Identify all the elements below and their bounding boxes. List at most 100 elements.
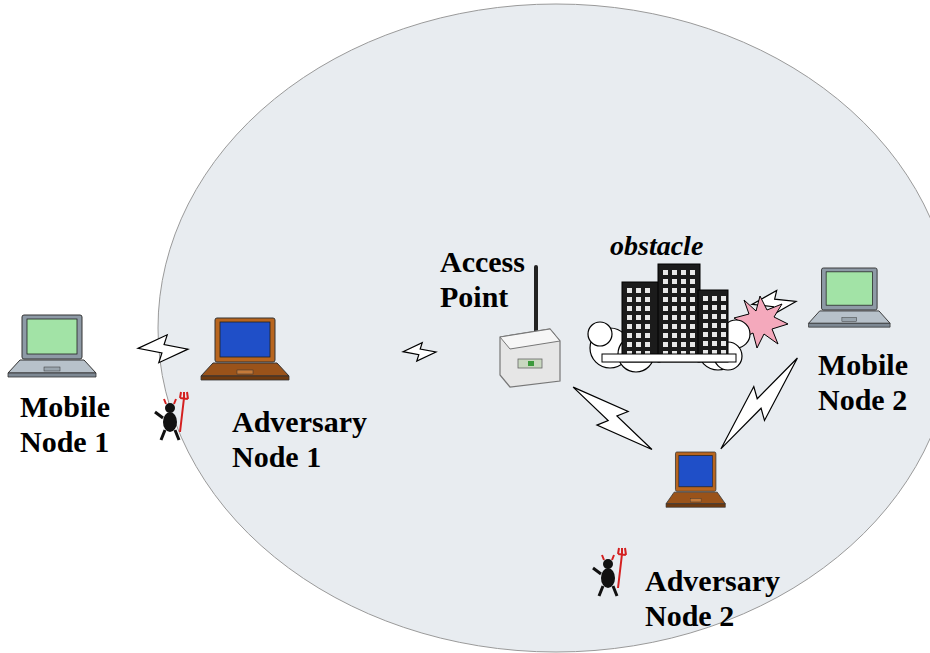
node-label: Access Point bbox=[440, 245, 552, 314]
icon-group bbox=[201, 318, 289, 380]
cloud-puff bbox=[588, 322, 612, 346]
window bbox=[690, 315, 695, 320]
window bbox=[636, 306, 641, 311]
window bbox=[712, 341, 717, 346]
window bbox=[636, 288, 641, 293]
window bbox=[672, 297, 677, 302]
window bbox=[663, 342, 668, 347]
window bbox=[663, 297, 668, 302]
window bbox=[703, 305, 708, 310]
window bbox=[681, 279, 686, 284]
laptop-node: Adversary Node 2 bbox=[640, 452, 818, 647]
figure-head bbox=[165, 403, 175, 413]
window bbox=[645, 297, 650, 302]
laptop-lid bbox=[675, 452, 715, 491]
window bbox=[636, 315, 641, 320]
window bbox=[663, 279, 668, 284]
window bbox=[645, 315, 650, 320]
icon-group bbox=[500, 267, 560, 387]
window bbox=[690, 297, 695, 302]
obstacle-node: obstacle bbox=[588, 230, 748, 365]
access-point-node: Access Point bbox=[440, 243, 570, 393]
icon-group bbox=[666, 452, 725, 507]
pitchfork bbox=[618, 548, 626, 588]
ap-panel bbox=[518, 359, 542, 368]
window bbox=[721, 305, 726, 310]
window bbox=[690, 324, 695, 329]
laptop-screen bbox=[679, 456, 713, 487]
ap-body bbox=[500, 329, 560, 387]
window bbox=[721, 323, 726, 328]
laptop-screen bbox=[27, 319, 77, 354]
window bbox=[636, 333, 641, 338]
laptop-touchpad bbox=[690, 498, 701, 502]
window bbox=[672, 315, 677, 320]
building-tower bbox=[622, 282, 660, 362]
window bbox=[681, 333, 686, 338]
building-tower bbox=[698, 290, 728, 362]
wireless-link bbox=[138, 335, 188, 363]
window bbox=[721, 332, 726, 337]
window bbox=[681, 297, 686, 302]
building-tower bbox=[658, 264, 700, 362]
window bbox=[636, 297, 641, 302]
figure-body bbox=[163, 412, 177, 432]
window bbox=[663, 288, 668, 293]
window bbox=[645, 342, 650, 347]
node-label: obstacle bbox=[610, 230, 740, 262]
laptop-node: Adversary Node 1 bbox=[192, 318, 399, 483]
ap-top bbox=[500, 329, 560, 349]
window bbox=[672, 324, 677, 329]
window bbox=[690, 270, 695, 275]
window bbox=[690, 279, 695, 284]
window bbox=[703, 296, 708, 301]
laptop-touchpad bbox=[842, 318, 857, 322]
window bbox=[672, 342, 677, 347]
node-label: Adversary Node 1 bbox=[232, 405, 397, 474]
window bbox=[681, 306, 686, 311]
window bbox=[721, 341, 726, 346]
window bbox=[636, 342, 641, 347]
figure-limbs bbox=[155, 412, 179, 440]
laptop-base bbox=[666, 492, 725, 504]
adversary-figure bbox=[155, 392, 188, 440]
window bbox=[703, 341, 708, 346]
window bbox=[627, 333, 632, 338]
laptop-lid bbox=[22, 315, 82, 359]
window bbox=[690, 333, 695, 338]
window bbox=[663, 270, 668, 275]
window bbox=[627, 297, 632, 302]
window bbox=[627, 288, 632, 293]
laptop-edge bbox=[8, 373, 96, 377]
window bbox=[690, 342, 695, 347]
laptop-screen bbox=[826, 272, 872, 305]
figure-horns bbox=[602, 555, 614, 560]
icon-group bbox=[8, 315, 96, 377]
window bbox=[712, 296, 717, 301]
window bbox=[645, 306, 650, 311]
window bbox=[663, 324, 668, 329]
laptop-touchpad bbox=[44, 367, 60, 371]
laptop-node: Mobile Node 1 bbox=[2, 310, 134, 465]
wireless-link bbox=[721, 358, 798, 449]
window bbox=[721, 314, 726, 319]
laptop-base bbox=[8, 360, 96, 373]
node-icon bbox=[662, 452, 726, 510]
figure-limbs bbox=[593, 568, 617, 596]
figure-horns bbox=[164, 399, 176, 404]
ap-led bbox=[528, 361, 534, 366]
window bbox=[712, 305, 717, 310]
laptop-edge bbox=[201, 376, 289, 380]
laptop-edge bbox=[809, 323, 891, 327]
laptop-base bbox=[201, 363, 289, 376]
pitchfork bbox=[180, 392, 188, 432]
node-label: Mobile Node 2 bbox=[818, 348, 926, 417]
laptop-node: Mobile Node 2 bbox=[800, 266, 928, 426]
window bbox=[645, 288, 650, 293]
window bbox=[690, 306, 695, 311]
window bbox=[681, 270, 686, 275]
window bbox=[681, 324, 686, 329]
